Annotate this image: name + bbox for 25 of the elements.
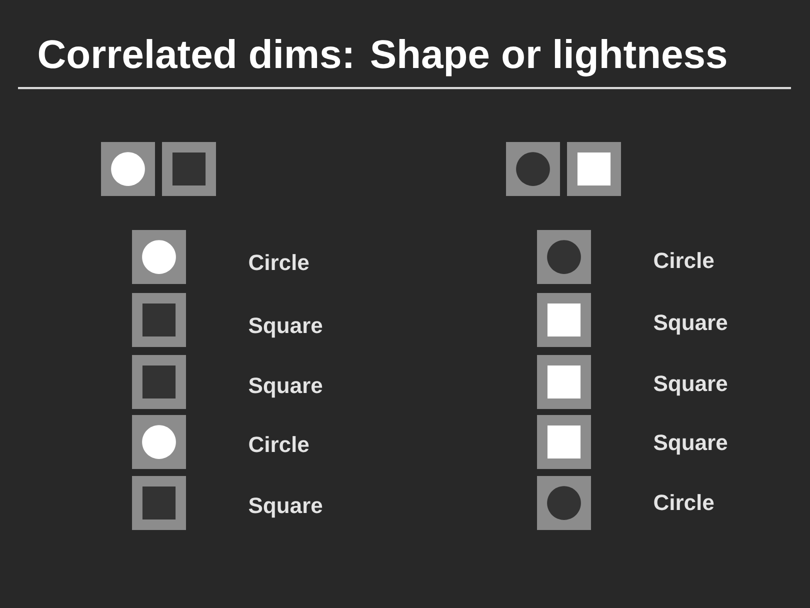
inner-square <box>547 425 581 459</box>
shape-label: Circle <box>654 494 714 510</box>
inner-circle <box>516 152 550 186</box>
inner-square <box>577 152 611 186</box>
title: Correlated dims: Shape or lightness <box>38 39 726 76</box>
shape-label: Square <box>248 378 322 398</box>
inner-circle <box>547 240 581 274</box>
inner-circle <box>142 240 176 274</box>
inner-square <box>547 303 581 337</box>
shape-label: Square <box>248 318 322 338</box>
shape-label: Circle <box>249 254 309 270</box>
shape-label: Square <box>654 314 728 335</box>
inner-circle <box>547 486 581 520</box>
shape-label: Square <box>248 498 322 518</box>
shape-label: Circle <box>249 436 309 452</box>
inner-square <box>172 152 206 186</box>
inner-square <box>547 365 581 399</box>
shape-label: Square <box>654 434 728 455</box>
shape-label: Circle <box>654 252 714 268</box>
inner-square <box>142 365 176 399</box>
shape-label: Square <box>654 376 728 396</box>
inner-circle <box>142 425 176 459</box>
inner-circle <box>111 152 145 186</box>
inner-square <box>142 303 176 337</box>
inner-square <box>142 486 176 520</box>
